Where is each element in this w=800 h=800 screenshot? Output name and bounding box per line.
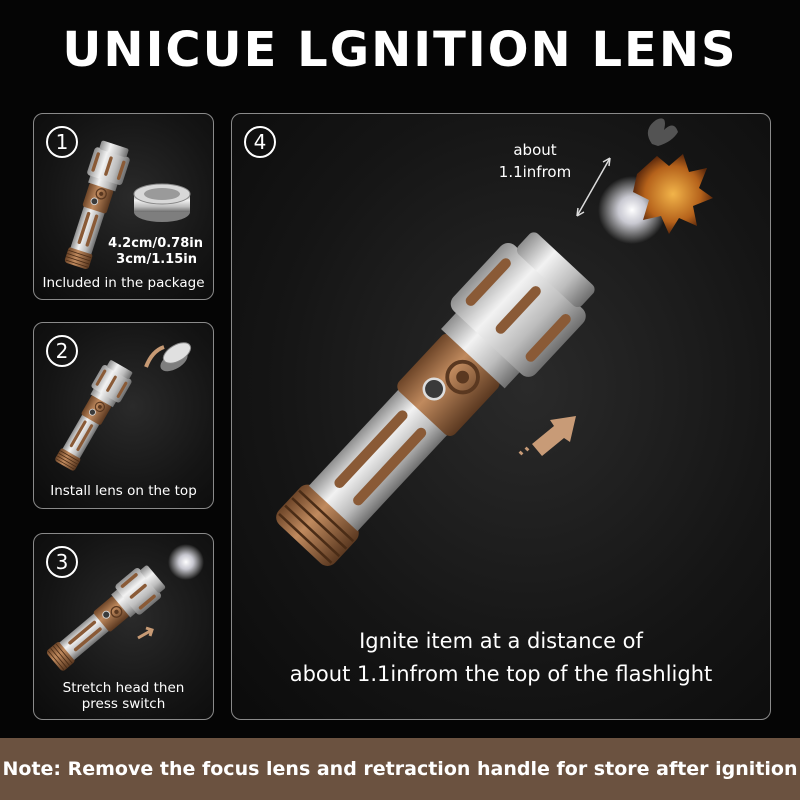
focus-lens-image [133,183,191,222]
step-number: 3 [46,546,78,578]
distance-label: about 1.1infrom [490,139,580,183]
flashlight-image [256,118,713,585]
focus-lens-image [160,342,192,372]
smoke [647,118,678,146]
arrow-icon [144,345,165,368]
step-4-panel: 4 about 1.1infrom Ignite item at a dista… [231,113,771,720]
distance-label-line-2: 1.1infrom [498,163,572,181]
arrow-icon [137,626,154,640]
step-3-caption-line-1: Stretch head then [62,680,185,696]
step-2-caption: Install lens on the top [50,483,197,499]
step-number: 2 [46,335,78,367]
up-arrow-icon [518,416,576,456]
flashlight-image [48,342,192,475]
step-3-panel: 3 Stretch head then press switch [33,533,214,720]
step-2-panel: 2 Install lens on the top [33,322,214,509]
step-3-caption-line-2: press switch [81,696,166,712]
page-title: UNICUE LGNITION LENS [62,22,738,78]
burning-leaf-image [633,118,713,234]
distance-arrow-icon [576,157,611,217]
step-number: 1 [46,126,78,158]
dimension-2: 3cm/1.15in [116,252,197,267]
flashlight-image [57,138,191,273]
distance-label-line-1: about [513,141,557,159]
light-beam [168,544,204,580]
note-bar: Note: Remove the focus lens and retracti… [0,738,800,800]
flashlight-image [40,544,204,678]
step-number: 4 [244,126,276,158]
step-4-caption-line-2: about 1.1infrom the top of the flashligh… [289,662,713,686]
step-1-panel: 1 4.2cm/0.78in 3cm/1.15in Included in th… [33,113,214,300]
dimension-1: 4.2cm/0.78in [108,236,203,251]
note-text: Note: Remove the focus lens and retracti… [2,758,798,780]
step-4-caption-line-1: Ignite item at a distance of [359,629,643,653]
step-1-caption: Included in the package [42,275,205,291]
